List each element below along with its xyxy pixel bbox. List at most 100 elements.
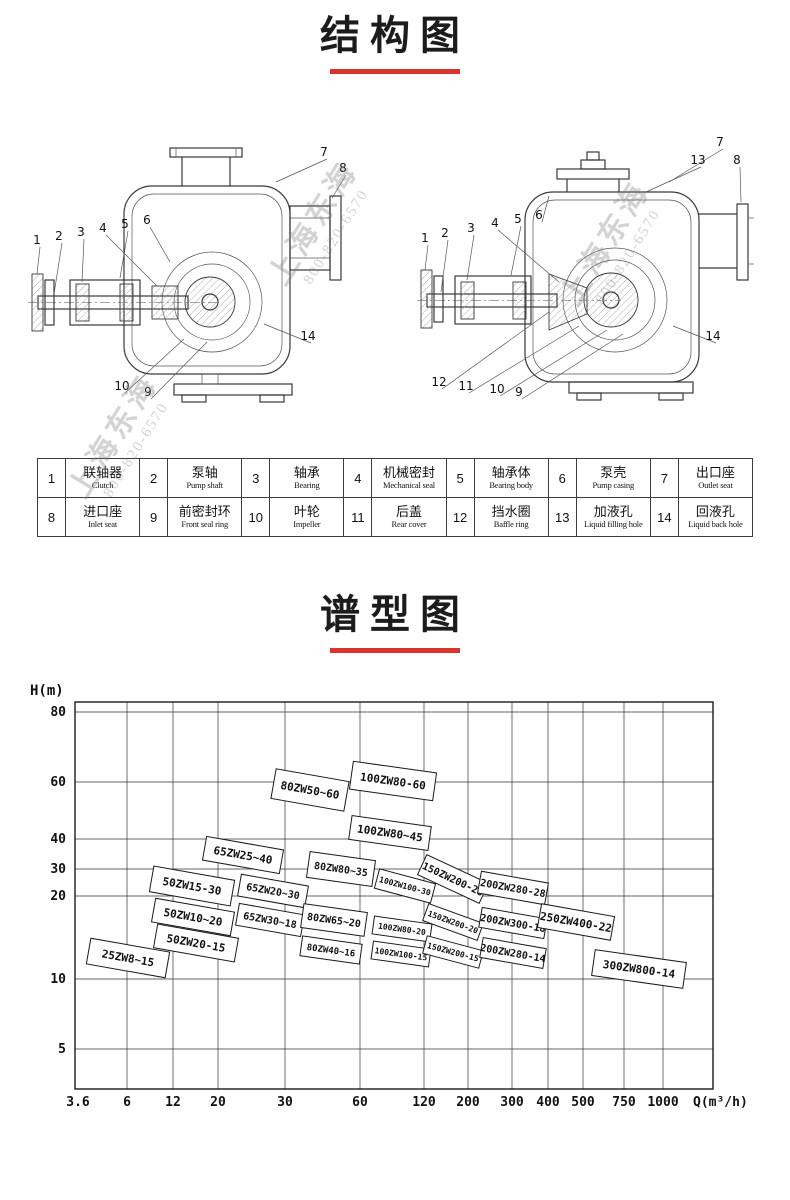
pump-model-box: 65ZW25~40 [201, 835, 285, 875]
pump-model-box-outline [148, 865, 236, 907]
y-tick-label: 60 [50, 775, 66, 790]
callout-number: 12 [431, 375, 446, 389]
part-number-cell: 10 [241, 497, 271, 537]
part-number-cell: 2 [139, 458, 169, 498]
callout-leader-line [424, 244, 429, 271]
x-tick-label: 12 [165, 1095, 181, 1110]
pump-model-box: 100ZW100-30 [373, 868, 437, 904]
callout-number: 10 [489, 382, 504, 396]
impeller [184, 276, 236, 328]
pump-model-box-outline [201, 835, 285, 875]
title-underline-bar [330, 69, 460, 74]
part-name-cn: 轴承体 [491, 464, 531, 480]
callout-number: 6 [535, 208, 543, 222]
outlet-flange-top [169, 147, 243, 186]
pump-base [568, 381, 694, 401]
part-name-cn: 泵壳 [600, 464, 627, 480]
pump-model-box: 250ZW400-22 [536, 903, 616, 941]
part-name-en: Impeller [293, 518, 321, 529]
callout-leader-line [668, 148, 724, 183]
pump-model-box: 80ZW80~35 [305, 850, 377, 888]
shaft-and-bearing-assembly [417, 269, 621, 329]
callout-leader-line [124, 338, 185, 394]
callout-leader-line [645, 166, 702, 193]
pump-model-box: 50ZW20-15 [152, 923, 240, 963]
pump-model-box-outline [237, 873, 309, 909]
callout-number: 7 [716, 135, 724, 149]
part-name-cn: 叶轮 [293, 503, 320, 519]
part-name-cn: 轴承 [293, 464, 320, 480]
callout-number: 2 [441, 226, 449, 240]
callout-number: 1 [33, 233, 41, 247]
x-tick-label: 60 [352, 1095, 368, 1110]
x-tick-label: 3.6 [66, 1095, 90, 1110]
x-tick-label: 200 [456, 1095, 480, 1110]
callout-leader-line [440, 239, 449, 293]
x-tick-label: 400 [536, 1095, 560, 1110]
pump-model-box-outline [85, 937, 171, 979]
callout-leader-line [331, 174, 347, 199]
pump-model-box-outline [373, 868, 437, 904]
part-name-en: Pump shaft [186, 479, 223, 490]
pump-model-box: 80ZW65~20 [300, 903, 368, 937]
pump-base [173, 373, 293, 403]
part-name-en: Rear cover [391, 518, 427, 529]
part-number-cell: 8 [37, 497, 66, 537]
callout-leader-line [150, 341, 208, 400]
part-name-cn: 进口座 [83, 503, 123, 519]
callout-number: 14 [300, 329, 315, 343]
part-name-en: Liquid filling hole [584, 518, 643, 529]
pump-model-box-outline [370, 940, 432, 968]
x-tick-label: 20 [210, 1095, 226, 1110]
callout-leader-line [275, 158, 328, 183]
callout-leader-line [36, 246, 41, 275]
part-name-en: Bearing [294, 479, 320, 490]
part-name-en: Mechanical seal [382, 479, 435, 490]
pump-model-box-outline [422, 902, 484, 942]
pump-model-box: 200ZW300-18 [478, 906, 548, 940]
callout-leader-line [672, 325, 717, 344]
part-name-cn: 机械密封 [382, 464, 435, 480]
pump-model-box: 80ZW40~16 [299, 935, 363, 965]
callout-leader-line [105, 234, 158, 287]
callout-number: 1 [421, 231, 429, 245]
part-name-cn: 挡水圈 [491, 503, 531, 519]
pump-model-box: 80ZW50~60 [270, 768, 350, 812]
part-name-cn: 前密封环 [178, 503, 231, 519]
x-tick-label: 500 [571, 1095, 595, 1110]
y-axis-title: H(m) [30, 683, 64, 699]
part-name-cn: 加液孔 [593, 503, 633, 519]
callout-number: 13 [690, 153, 705, 167]
callout-number: 4 [491, 216, 499, 230]
spectrum-section-title: 谱型图 [320, 593, 470, 637]
part-number-cell: 6 [547, 458, 577, 498]
callout-number: 5 [121, 217, 129, 231]
part-number-cell: 5 [445, 458, 475, 498]
part-number-cell: 14 [649, 497, 679, 537]
part-name-en: Inlet seat [88, 518, 118, 529]
y-tick-label: 30 [50, 862, 66, 877]
shaft-and-bearing-assembly [28, 273, 220, 332]
pump-model-box-outline [152, 923, 240, 963]
x-axis-title: Q(m³/h) [693, 1095, 748, 1110]
callout-number: 8 [733, 153, 741, 167]
callout-leader-line [53, 242, 63, 295]
pump-model-box-outline [348, 814, 432, 852]
callout-number: 14 [705, 329, 720, 343]
pump-model-box-outline [348, 760, 438, 802]
callout-number: 3 [77, 225, 85, 239]
pump-model-box-outline [591, 949, 687, 989]
